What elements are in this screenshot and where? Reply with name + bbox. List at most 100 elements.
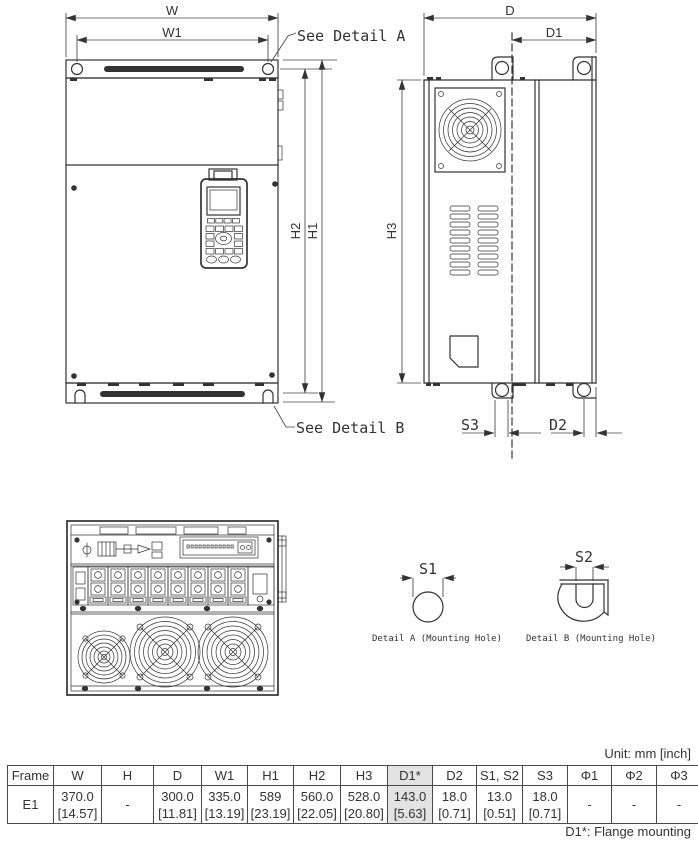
front-view-dimension-lines: [65, 13, 337, 428]
outline-drawing-front-and-side: W W1 H2 H1 See Detail A See Detail B: [65, 3, 622, 463]
side-view-dimension-lines: [397, 13, 622, 437]
col-header-h2: H2: [293, 765, 341, 786]
cell-d2-mm: 18.0: [441, 788, 468, 804]
col-header-phi2: Φ2: [611, 765, 657, 786]
table-row-e1: E1 370.0[14.57] - 300.0[11.81] 335.0[13.…: [7, 785, 698, 824]
cell-h1: 589[23.19]: [247, 785, 294, 824]
cell-d1: 143.0[5.63]: [387, 785, 433, 824]
cell-h1-mm: 589: [259, 788, 282, 804]
bottom-view: [66, 520, 287, 696]
bottom-view-right-flange: [277, 535, 287, 603]
cell-d1-mm: 143.0: [393, 788, 427, 804]
see-detail-b-label: See Detail B: [296, 419, 404, 437]
col-header-d1: D1*: [387, 765, 433, 786]
side-top-bottom-clips: [426, 77, 573, 386]
col-header-d: D: [153, 765, 202, 786]
dim-label-s3: S3: [461, 416, 479, 434]
side-view: [423, 32, 597, 463]
keypad: [200, 168, 248, 269]
dim-label-s2: S2: [575, 548, 593, 566]
cell-d-inch: [11.81]: [158, 805, 197, 821]
cell-phi2-mm: -: [631, 797, 637, 812]
front-view-dimension-labels: W W1 H2 H1 See Detail A See Detail B: [162, 3, 405, 437]
cell-h3-mm: 528.0: [347, 788, 381, 804]
cell-w1: 335.0[13.19]: [201, 785, 248, 824]
cell-s1s2-mm: 13.0: [486, 788, 513, 804]
front-view: [65, 59, 284, 404]
dim-label-w1: W1: [162, 25, 182, 40]
cell-phi1: -: [567, 785, 612, 824]
cell-w-mm: 370.0: [61, 788, 94, 804]
cell-d: 300.0[11.81]: [153, 785, 202, 824]
cell-s3: 18.0[0.71]: [522, 785, 568, 824]
dimensions-table: Frame W H D W1 H1 H2 H3 D1* D2 S1, S2 S3…: [7, 765, 698, 824]
front-top-slot: [70, 66, 276, 81]
dim-label-d: D: [505, 3, 514, 18]
cell-h-mm: -: [125, 797, 130, 812]
front-side-clips: [277, 89, 284, 161]
dim-label-h2: H2: [288, 223, 303, 240]
side-view-dimension-labels: D D1 H3 S3 D2: [384, 3, 567, 434]
detail-a: S1 Detail A (Mounting Hole): [372, 560, 502, 644]
cell-d-mm: 300.0: [161, 788, 194, 804]
detail-b-caption: Detail B (Mounting Hole): [526, 634, 656, 644]
cell-phi2: -: [611, 785, 657, 824]
col-header-w: W: [53, 765, 102, 786]
cell-w-inch: [14.57]: [57, 805, 98, 821]
cell-frame: E1: [7, 785, 54, 824]
dim-label-w: W: [166, 3, 179, 18]
bottom-fans: [77, 616, 269, 688]
cell-h3-inch: [20.80]: [344, 805, 384, 821]
cell-w: 370.0[14.57]: [53, 785, 102, 824]
detail-a-caption: Detail A (Mounting Hole): [372, 634, 502, 644]
col-header-frame: Frame: [7, 765, 54, 786]
col-header-s3: S3: [522, 765, 568, 786]
col-header-h3: H3: [340, 765, 388, 786]
col-header-h1: H1: [247, 765, 294, 786]
terminal-blocks: [72, 566, 275, 606]
col-header-w1: W1: [201, 765, 248, 786]
detail-b: S2 Detail B (Mounting Hole): [526, 548, 656, 644]
cell-d2-inch: [0.71]: [438, 805, 471, 821]
cell-h2: 560.0[22.05]: [293, 785, 341, 824]
cell-h: -: [101, 785, 154, 824]
cell-w1-inch: [13.19]: [204, 805, 245, 821]
unit-label: Unit: mm [inch]: [604, 746, 691, 761]
cell-h2-inch: [22.05]: [297, 805, 337, 821]
detail-b-notch-shape: [557, 579, 609, 622]
cell-phi3: -: [656, 785, 698, 824]
bottom-view-top-components: [70, 526, 275, 567]
front-screws: [71, 181, 278, 379]
front-bottom-notches: [74, 389, 274, 404]
dim-label-d2: D2: [549, 416, 567, 434]
side-fan: [438, 91, 502, 169]
bottom-view-and-details: S1 Detail A (Mounting Hole) S2 Detail B …: [66, 520, 656, 696]
dim-label-h1: H1: [305, 223, 320, 240]
col-header-phi3: Φ3: [656, 765, 698, 786]
cell-d2: 18.0[0.71]: [432, 785, 477, 824]
col-header-d2: D2: [432, 765, 477, 786]
cell-s3-mm: 18.0: [532, 788, 558, 804]
detail-a-hole: [412, 591, 444, 623]
col-header-s1s2: S1, S2: [476, 765, 523, 786]
cell-phi1-mm: -: [587, 797, 592, 812]
col-header-h: H: [101, 765, 154, 786]
dim-label-d1: D1: [546, 25, 563, 40]
cell-h2-mm: 560.0: [300, 788, 334, 804]
cell-s1s2: 13.0[0.51]: [476, 785, 523, 824]
cell-h3: 528.0[20.80]: [340, 785, 388, 824]
cell-d1-inch: [5.63]: [393, 805, 427, 821]
cell-phi3-mm: -: [676, 797, 682, 812]
cell-h1-inch: [23.19]: [250, 805, 291, 821]
dim-label-s1: S1: [419, 560, 437, 578]
dim-label-h3: H3: [384, 223, 399, 240]
front-bottom-clips: [77, 383, 264, 397]
col-header-phi1: Φ1: [567, 765, 612, 786]
bottom-view-screws: [74, 537, 272, 692]
cell-w1-mm: 335.0: [208, 788, 241, 804]
cell-s3-inch: [0.71]: [528, 805, 562, 821]
side-vents: [449, 205, 499, 276]
cell-s1s2-inch: [0.51]: [483, 805, 516, 821]
table-footnote: D1*: Flange mounting: [565, 824, 691, 839]
